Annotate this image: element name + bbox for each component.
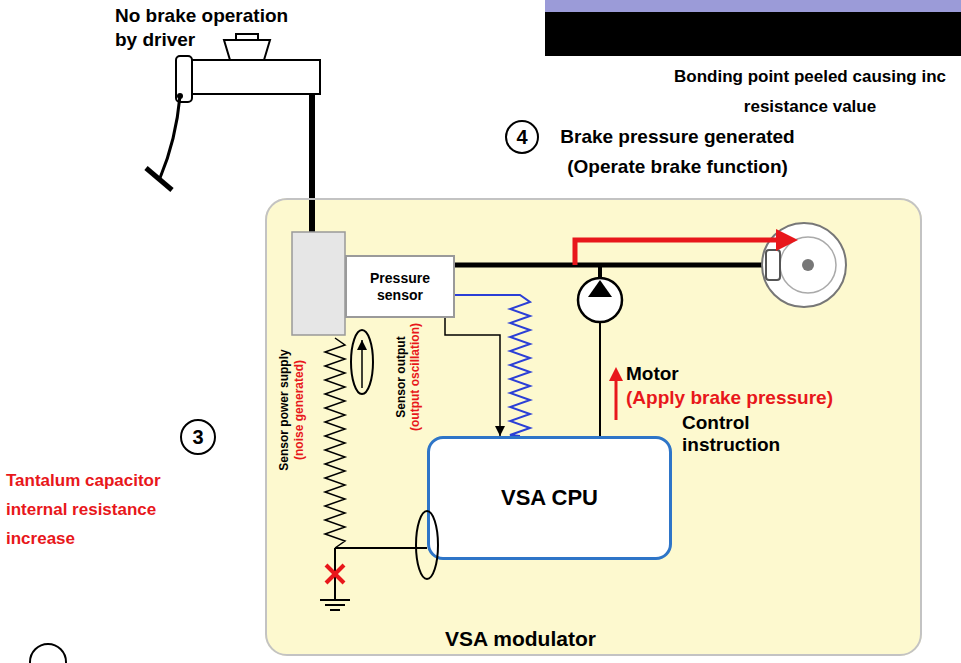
sensor-box: Pressure sensor <box>345 255 455 318</box>
pressure-arrowhead <box>776 229 798 251</box>
motor-arrow <box>615 378 618 420</box>
noise-signal <box>325 338 345 548</box>
failure-cross <box>326 565 344 583</box>
brake-booster <box>176 56 192 102</box>
header-strip <box>545 0 961 12</box>
highlight-ellipse <box>416 511 438 579</box>
pump-symbol <box>588 280 612 297</box>
signal-name: Sensor output <box>393 336 407 417</box>
annotation-text: Brake pressure generated (Operate brake … <box>550 122 805 182</box>
signal-note: (output oscillation) <box>408 323 422 431</box>
signal-name: Sensor power supply <box>276 349 290 470</box>
pedal-pivot <box>177 93 183 99</box>
failure-cross <box>326 565 344 583</box>
supply-arrow <box>361 340 363 388</box>
brake-disc <box>780 237 836 293</box>
ground-symbol <box>325 604 345 606</box>
signal-note: (noise generated) <box>292 360 306 460</box>
annotation-text: (Apply brake pressure) <box>626 386 833 410</box>
node-label: 3 <box>192 425 203 449</box>
brake-caliper <box>766 250 780 280</box>
callout-circle: 3 <box>180 419 216 455</box>
brake-disc <box>762 223 846 307</box>
node-label: VSA modulator <box>445 626 596 651</box>
sensor-port <box>292 232 345 335</box>
node-label: VSA CPU <box>501 485 598 511</box>
header-bar <box>545 12 961 56</box>
brake-line <box>455 263 768 268</box>
pedal-pad <box>146 168 172 190</box>
part-name: Motor <box>626 362 679 386</box>
module-housing: VSA modulator Pressure sensorVSA CPU <box>265 198 922 656</box>
ground-symbol <box>330 609 340 611</box>
edge-group <box>445 318 500 436</box>
oscillation-signal <box>455 295 530 436</box>
cpu-box: VSA CPU <box>427 436 672 560</box>
pressure-arrow <box>575 240 776 265</box>
motor-arrowhead <box>609 367 623 381</box>
disc-hub <box>802 259 814 271</box>
pump-symbol <box>578 278 622 322</box>
brake-line <box>309 94 315 232</box>
node-label: Pressure sensor <box>357 270 443 304</box>
callout-circle-partial <box>30 644 66 663</box>
pump-line <box>598 265 602 278</box>
node-label: 4 <box>516 125 527 149</box>
callout-circle: 4 <box>505 120 539 154</box>
supply-wire <box>335 547 427 549</box>
pedal-lever <box>160 96 180 178</box>
signal-arrow <box>445 318 500 436</box>
signal-name: Control instruction <box>682 412 792 456</box>
reservoir <box>224 40 270 60</box>
module-fill <box>265 198 922 656</box>
ground-symbol <box>320 599 350 601</box>
motor-wire <box>599 322 601 436</box>
highlight-ellipse <box>351 330 373 394</box>
annotation-text: No brake operation by driver <box>115 4 305 52</box>
annotation-text: Bonding point peeled causing inc resista… <box>665 62 955 122</box>
failure-note: Tantalum capacitor internal resistance i… <box>6 466 201 553</box>
master-cylinder <box>192 60 320 94</box>
